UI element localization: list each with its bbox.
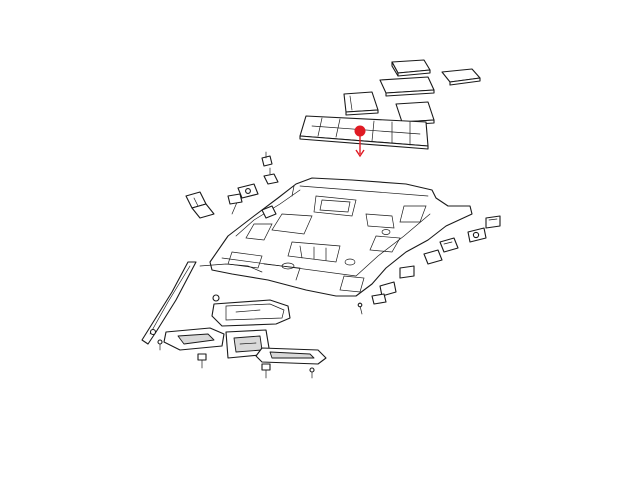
pillar-trim-left xyxy=(141,261,197,345)
pad-4 xyxy=(343,91,379,116)
callout-arrow xyxy=(354,125,366,158)
fasteners-bottom xyxy=(157,339,315,379)
grab-handle-left xyxy=(185,191,215,219)
fastener-3 xyxy=(261,363,271,379)
fastener-1 xyxy=(157,339,163,351)
clip-right-3 xyxy=(439,237,459,253)
screw-right xyxy=(357,302,363,315)
fastener-4 xyxy=(309,367,315,379)
overhead-console xyxy=(211,294,291,327)
clips-right xyxy=(357,215,501,315)
callout-dot xyxy=(354,125,366,137)
fastener-2 xyxy=(197,353,207,369)
pad-2 xyxy=(441,68,481,86)
sun-visor-lamp-right xyxy=(255,347,327,365)
clip-top-3 xyxy=(237,183,259,199)
map-lamp-left xyxy=(163,327,225,351)
clip-right-1 xyxy=(485,215,501,229)
bracket-left xyxy=(227,193,243,205)
clip-right-4 xyxy=(423,249,443,265)
clip-small-left xyxy=(261,205,277,219)
callout-arrowhead xyxy=(355,149,365,158)
clip-top-1 xyxy=(261,151,273,167)
pad-1 xyxy=(391,59,431,77)
dome-lamp xyxy=(225,329,271,359)
clip-right-6 xyxy=(371,281,397,305)
insulation-pads xyxy=(299,59,481,150)
pad-3 xyxy=(379,76,435,97)
clip-top-2 xyxy=(263,167,279,185)
clips-left xyxy=(185,151,279,219)
clip-right-5 xyxy=(399,265,415,279)
headliner-panel xyxy=(199,177,473,297)
clip-right-2 xyxy=(467,227,487,243)
